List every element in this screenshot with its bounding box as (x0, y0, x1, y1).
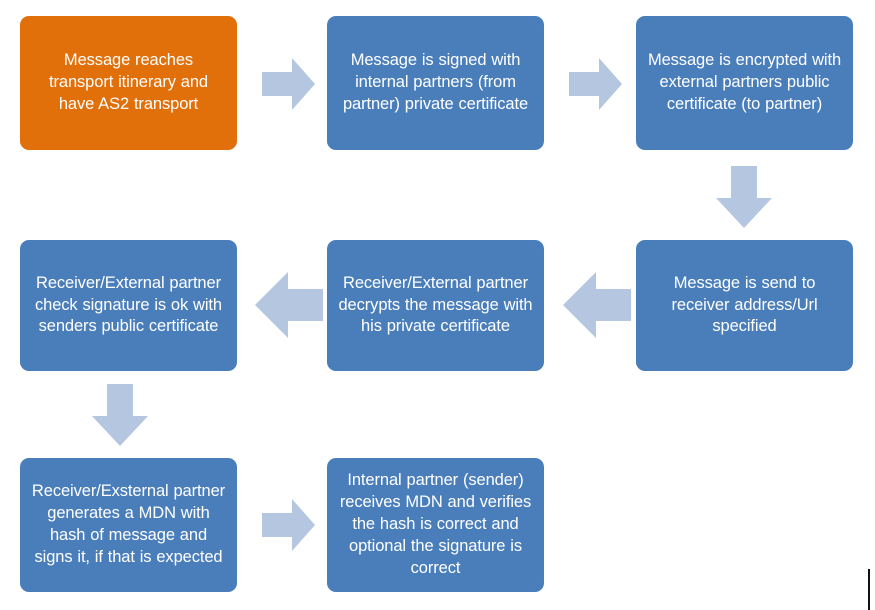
flow-node-check-signature[interactable]: Receiver/External partner check signatur… (20, 240, 237, 371)
flow-node-label: Receiver/External partner check signatur… (34, 273, 222, 336)
flow-node-message-signed[interactable]: Message is signed with internal partners… (327, 16, 544, 150)
flow-node-label: Receiver/External partner decrypts the m… (338, 273, 533, 336)
flow-node-decrypt-message[interactable]: Receiver/External partner decrypts the m… (327, 240, 544, 371)
flow-node-message-send-to-receiver[interactable]: Message is send to receiver address/Url … (636, 240, 853, 371)
flow-node-message-reaches-transport[interactable]: Message reaches transport itinerary and … (20, 16, 237, 150)
flow-node-label: Message is encrypted with external partn… (647, 51, 842, 113)
flow-node-label: Internal partner (sender) receives MDN a… (339, 471, 532, 577)
arrow-down-n6-to-n7 (90, 384, 150, 446)
flow-node-label: Message is signed with internal partners… (342, 51, 529, 113)
arrow-left-n5-to-n6 (255, 272, 323, 338)
flow-node-label: Receiver/Exsternal partner generates a M… (31, 482, 226, 566)
arrow-right-n1-to-n2 (262, 56, 315, 112)
flow-node-generate-mdn[interactable]: Receiver/Exsternal partner generates a M… (20, 458, 237, 592)
arrow-right-n2-to-n3 (569, 56, 622, 112)
arrow-right-n7-to-n8 (262, 497, 315, 553)
edge-line-artifact (868, 569, 870, 610)
arrow-left-n4-to-n5 (563, 272, 631, 338)
flow-node-label: Message is send to receiver address/Url … (671, 273, 818, 336)
arrow-down-n3-to-n4 (714, 166, 774, 228)
flow-node-message-encrypted[interactable]: Message is encrypted with external partn… (636, 16, 853, 150)
flow-node-label: Message reaches transport itinerary and … (49, 51, 208, 113)
flow-node-verify-mdn[interactable]: Internal partner (sender) receives MDN a… (327, 458, 544, 592)
